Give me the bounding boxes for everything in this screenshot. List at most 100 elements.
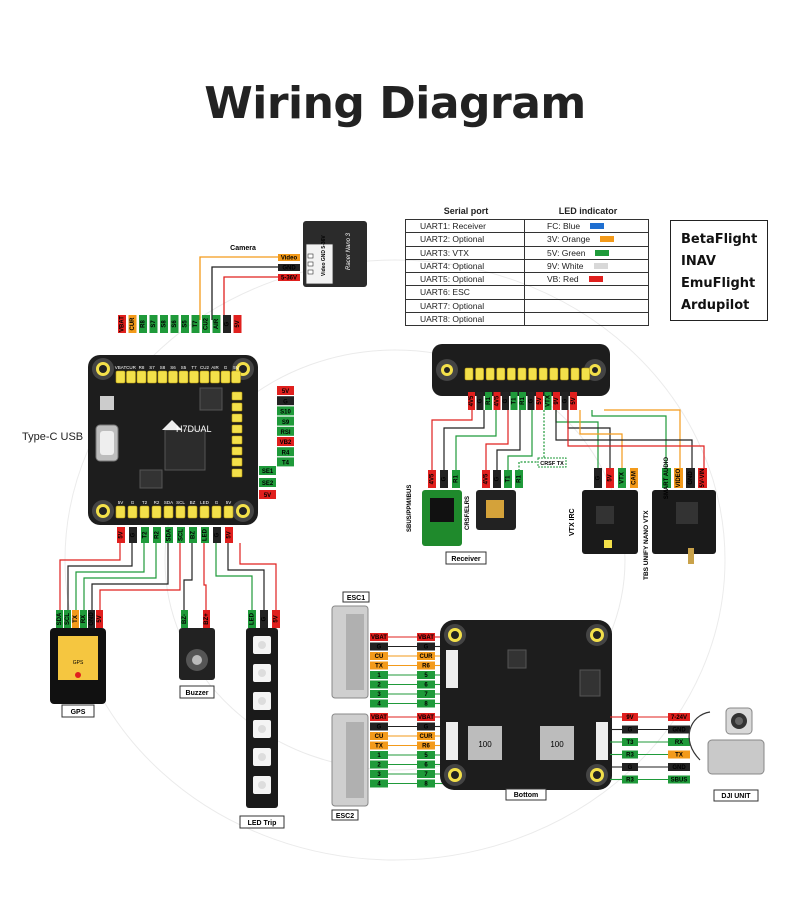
svg-text:G: G <box>283 399 288 405</box>
vtx-irc <box>582 490 638 554</box>
esc2-left-tag: 4 <box>370 779 388 788</box>
connector-pad <box>464 367 474 381</box>
table-row: UART7: Optional <box>405 299 649 314</box>
svg-text:GPS: GPS <box>73 660 84 666</box>
led-pin-tag: LED <box>248 610 256 628</box>
esc1-right-tag: 5 <box>417 671 435 679</box>
fc-top-pad: CU2 <box>199 365 209 384</box>
fc-top-tag: 5V <box>233 315 242 333</box>
connector-tag: G <box>561 392 569 410</box>
dji-right-tag: TX <box>668 750 690 759</box>
esc-pin-tags: VBATGCUTX1234VBATGCURR65678VBATGCUTX1234… <box>370 633 446 788</box>
esc1-left-tag: TX <box>370 661 388 670</box>
serial-port-header: Serial port <box>443 206 489 216</box>
led-pixel <box>253 720 271 738</box>
svg-text:5V: 5V <box>264 493 271 499</box>
svg-text:T2: T2 <box>143 531 149 539</box>
fc-right-tag: S10 <box>277 406 294 416</box>
svg-text:CUR: CUR <box>126 365 136 370</box>
dji-left-tag: 9V <box>622 713 638 721</box>
led-swatch <box>590 223 605 230</box>
svg-text:SDA: SDA <box>57 612 63 625</box>
svg-text:5V: 5V <box>571 397 577 404</box>
svg-text:5V: 5V <box>235 320 241 327</box>
fc-bottom-pad: BZ <box>187 500 198 519</box>
gnd-tag: GND <box>282 266 296 272</box>
fc-right-pad <box>231 457 243 467</box>
type-c-usb-label: Type-C USB <box>22 431 84 443</box>
svg-text:VBAT: VBAT <box>371 635 387 641</box>
camera: Video GND 5-36V Racer Nano 3 <box>303 221 367 287</box>
svg-text:G: G <box>596 475 602 480</box>
svg-text:9V: 9V <box>626 715 633 721</box>
svg-text:5V: 5V <box>118 500 124 505</box>
connector-board-pads <box>464 367 590 381</box>
svg-text:5V: 5V <box>119 531 125 538</box>
connector-tag: R1 <box>485 392 492 410</box>
connector-pad <box>538 367 548 381</box>
led-indicator-header: LED indicator <box>558 206 618 216</box>
led-pixel <box>253 776 271 794</box>
esc1-left-tag: 3 <box>370 690 388 698</box>
fc-right-tag: S9 <box>277 416 294 426</box>
svg-text:3: 3 <box>377 692 381 698</box>
svg-text:2: 2 <box>377 683 381 689</box>
svg-text:5: 5 <box>424 753 428 759</box>
svg-text:4: 4 <box>377 782 381 788</box>
connector-tag: G <box>476 392 484 410</box>
fc-top-tag: R8 <box>139 315 147 333</box>
tbs-pin-tag: 5V-VIN <box>698 468 707 488</box>
esc2-right-tag: 8 <box>417 779 435 788</box>
fc-top-tag: CU2 <box>202 315 210 333</box>
led-label: FC: Blue <box>547 221 581 232</box>
svg-text:S7: S7 <box>149 365 155 370</box>
table-row: UART8: Optional <box>405 313 649 327</box>
dji-left-tag: R3 <box>622 775 638 784</box>
vtx-pin-tag: VTX <box>618 468 626 488</box>
fc-top-tag: CUR <box>128 315 137 333</box>
fc-bottom-pad: 5V <box>223 500 234 519</box>
svg-text:VIDEO: VIDEO <box>676 468 682 487</box>
svg-text:CUR: CUR <box>420 654 434 660</box>
crsf-tx-label: CRSF TX <box>540 461 564 467</box>
svg-text:VBAT: VBAT <box>371 715 387 721</box>
receiver-a-tag: R1 <box>452 470 460 488</box>
svg-text:G: G <box>529 398 535 403</box>
receiver-a-tag: 4V5 <box>428 470 436 488</box>
sbus-receiver <box>422 490 462 546</box>
svg-text:Racer Nano 3: Racer Nano 3 <box>346 232 352 270</box>
fc-top-pad: CUR <box>126 365 137 384</box>
connector-tag: VTX <box>544 392 552 410</box>
fc-right-tag: G <box>277 396 294 405</box>
svg-text:GND: GND <box>89 612 95 626</box>
tbs-label: TBS UNIFY NANO VTX <box>643 510 650 580</box>
dji-unit <box>688 707 765 775</box>
gps-pin-tag: GND <box>88 610 95 628</box>
tbs-pin-tag: SMART AUDIO <box>662 457 671 499</box>
fc-bottom-pad: SDA <box>163 500 174 519</box>
svg-text:LED: LED <box>200 500 210 505</box>
svg-text:SBUS: SBUS <box>671 778 688 784</box>
svg-text:GND: GND <box>688 471 694 485</box>
camera-pin-labels: Video GND 5-36V <box>321 235 327 276</box>
svg-text:TX: TX <box>375 744 383 750</box>
fc-bottom-tag: SCL <box>177 527 185 543</box>
svg-text:TX: TX <box>73 615 79 623</box>
fc-top-pad: S5 <box>178 365 189 384</box>
gps-pin-tag: RX <box>80 610 87 628</box>
vtx-pin-tag: G <box>594 468 602 488</box>
led-cell: 9V: White <box>525 260 648 272</box>
svg-text:BZ+: BZ+ <box>204 613 210 625</box>
svg-text:R3: R3 <box>626 753 634 759</box>
esc2-left-tag: 1 <box>370 751 388 759</box>
esc2-right-tag: 6 <box>417 760 435 769</box>
camera-label: Camera <box>230 245 256 252</box>
connector-tag: T1 <box>510 392 518 410</box>
svg-text:G: G <box>424 725 429 731</box>
svg-text:AIR: AIR <box>214 318 220 329</box>
led-label: 5V: Green <box>547 247 586 258</box>
